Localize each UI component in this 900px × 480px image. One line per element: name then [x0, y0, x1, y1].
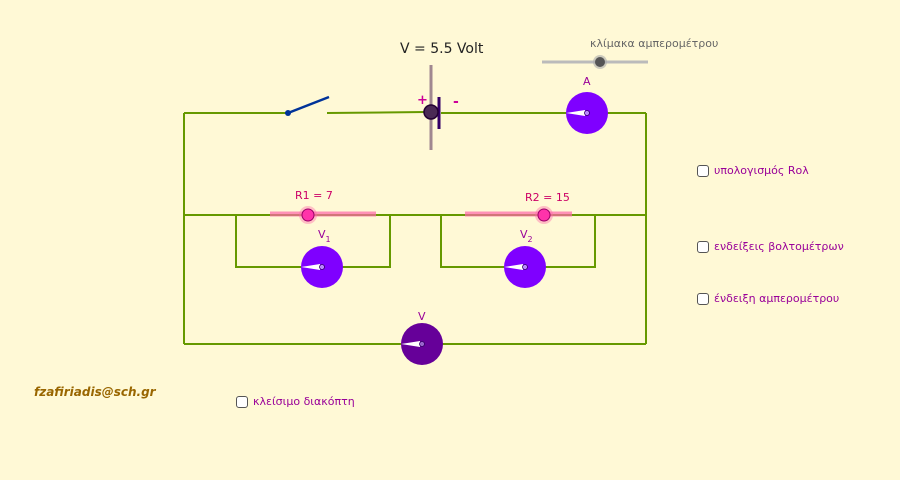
ammeter-scale-label: κλίμακα αμπερομέτρου — [590, 37, 719, 50]
r2-label: R2 = 15 — [525, 191, 570, 204]
battery-point[interactable] — [423, 104, 439, 120]
checkbox-ammeter-reading[interactable]: ένδειξη αμπερομέτρου — [697, 292, 839, 305]
voltage-label: V = 5.5 Volt — [400, 41, 484, 57]
checkbox-box[interactable] — [697, 164, 709, 177]
ammeter-needle — [566, 110, 585, 116]
voltmeter-total-needle — [401, 341, 420, 347]
voltmeter-total-center — [419, 341, 425, 347]
battery-plus: + — [417, 93, 428, 108]
checkbox-label: κλείσιμο διακόπτη — [253, 395, 355, 408]
r1-slider[interactable]: R1 = 7 — [270, 189, 376, 224]
ammeter-center — [584, 110, 590, 116]
checkbox-close-switch[interactable]: κλείσιμο διακόπτη — [236, 395, 355, 408]
scale-slider-knob[interactable] — [595, 57, 605, 67]
voltmeter-1-center — [319, 264, 325, 270]
voltmeter-total: V — [401, 310, 443, 365]
switch[interactable] — [285, 95, 330, 116]
wire-switch-battery — [326, 111, 427, 114]
voltmeter-2-center — [522, 264, 528, 270]
voltmeter-2-label: V2 — [520, 228, 533, 244]
ammeter-label: A — [583, 75, 591, 88]
checkbox-calc-r-total[interactable]: υπολογισμός Rολ — [697, 164, 809, 177]
battery[interactable]: + - — [417, 65, 459, 150]
voltmeter-1: V1 — [301, 228, 343, 288]
voltmeter-1-needle — [301, 264, 320, 270]
voltmeter-total-label: V — [418, 310, 426, 323]
checkbox-label: ένδειξη αμπερομέτρου — [714, 292, 840, 305]
r2-slider[interactable]: R2 = 15 — [465, 191, 572, 224]
author-email: fzafiriadis@sch.gr — [34, 385, 156, 399]
checkbox-label: ενδείξεις βολτομέτρων — [714, 240, 844, 253]
r2-knob[interactable] — [537, 208, 551, 222]
r1-label: R1 = 7 — [295, 189, 333, 202]
switch-pivot — [285, 110, 291, 116]
checkbox-label: υπολογισμός Rολ — [714, 164, 809, 177]
r1-knob[interactable] — [301, 208, 315, 222]
voltmeter-2-needle — [504, 264, 523, 270]
switch-lever[interactable] — [287, 95, 330, 115]
ammeter: A — [566, 75, 608, 134]
checkbox-box[interactable] — [236, 395, 248, 408]
checkbox-box[interactable] — [697, 240, 709, 253]
voltmeter-1-label: V1 — [318, 228, 331, 244]
checkbox-box[interactable] — [697, 292, 709, 305]
ammeter-scale-slider[interactable] — [542, 55, 648, 69]
circuit-wires — [183, 111, 647, 345]
battery-minus: - — [453, 94, 459, 110]
checkbox-voltmeter-readings[interactable]: ενδείξεις βολτομέτρων — [697, 240, 844, 253]
voltmeter-2: V2 — [504, 228, 546, 288]
